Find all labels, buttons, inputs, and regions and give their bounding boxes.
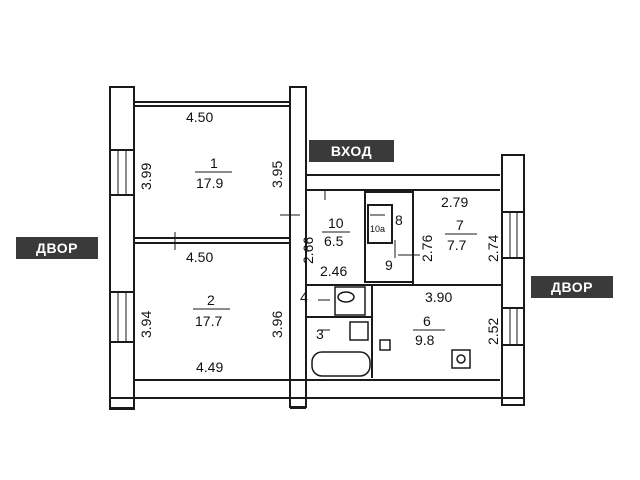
room-2-number: 2	[207, 292, 215, 308]
room-2-area: 17.7	[195, 313, 222, 329]
yard-label-right: ДВОР	[531, 276, 613, 298]
dim-r1-right: 3.95	[269, 161, 285, 188]
dim-r2-bottom: 4.49	[196, 359, 223, 375]
room-10-area: 6.5	[324, 233, 344, 249]
dim-r10-left: 2.66	[300, 237, 316, 264]
room-1-number: 1	[210, 155, 218, 171]
yard-label-left: ДВОР	[16, 237, 98, 259]
stove-burner-icon	[456, 354, 466, 364]
room-10a-number: 10a	[370, 224, 385, 234]
bathtub-icon	[311, 351, 371, 377]
dim-r2-left: 3.94	[138, 311, 154, 338]
dim-r2-right: 3.96	[269, 311, 285, 338]
kitchen-fixture-icon	[379, 339, 391, 351]
room-8-number: 8	[395, 212, 403, 228]
dim-r7-top: 2.79	[441, 194, 468, 210]
room-10a	[367, 204, 393, 244]
sink-icon	[349, 321, 369, 341]
walls	[109, 86, 525, 410]
dim-r6-right: 2.52	[485, 318, 501, 345]
toilet-bowl-icon	[337, 291, 355, 303]
dim-r6-top: 3.90	[425, 289, 452, 305]
room-labels: 1 17.9 2 17.7 3 4 6 9.8 7 7.7 8 9 10 6.5…	[193, 155, 477, 348]
right-exterior-wall	[501, 154, 525, 406]
dim-r7-left: 2.76	[419, 235, 435, 262]
dimension-ticks	[174, 190, 420, 331]
room-1-area: 17.9	[196, 175, 223, 191]
room-6-area: 9.8	[415, 332, 435, 348]
left-exterior-wall	[109, 86, 135, 410]
fixtures	[311, 286, 471, 377]
room-4-number: 4	[300, 289, 308, 305]
room-6-number: 6	[423, 313, 431, 329]
dim-r1-left: 3.99	[138, 163, 154, 190]
room-9-number: 9	[385, 257, 393, 273]
room-10-number: 10	[328, 215, 344, 231]
dim-r7-right: 2.74	[485, 235, 501, 262]
dim-r1-top: 4.50	[186, 109, 213, 125]
windows	[117, 150, 518, 345]
room-7-number: 7	[456, 217, 464, 233]
dimension-labels: 4.50 3.99 3.95 4.50 3.94 3.96 4.49 2.66 …	[138, 109, 501, 375]
room-7-area: 7.7	[447, 237, 467, 253]
entrance-label: ВХОД	[309, 140, 394, 162]
room-3-number: 3	[316, 326, 324, 342]
dim-r10-bottom: 2.46	[320, 263, 347, 279]
dim-r2-top: 4.50	[186, 249, 213, 265]
